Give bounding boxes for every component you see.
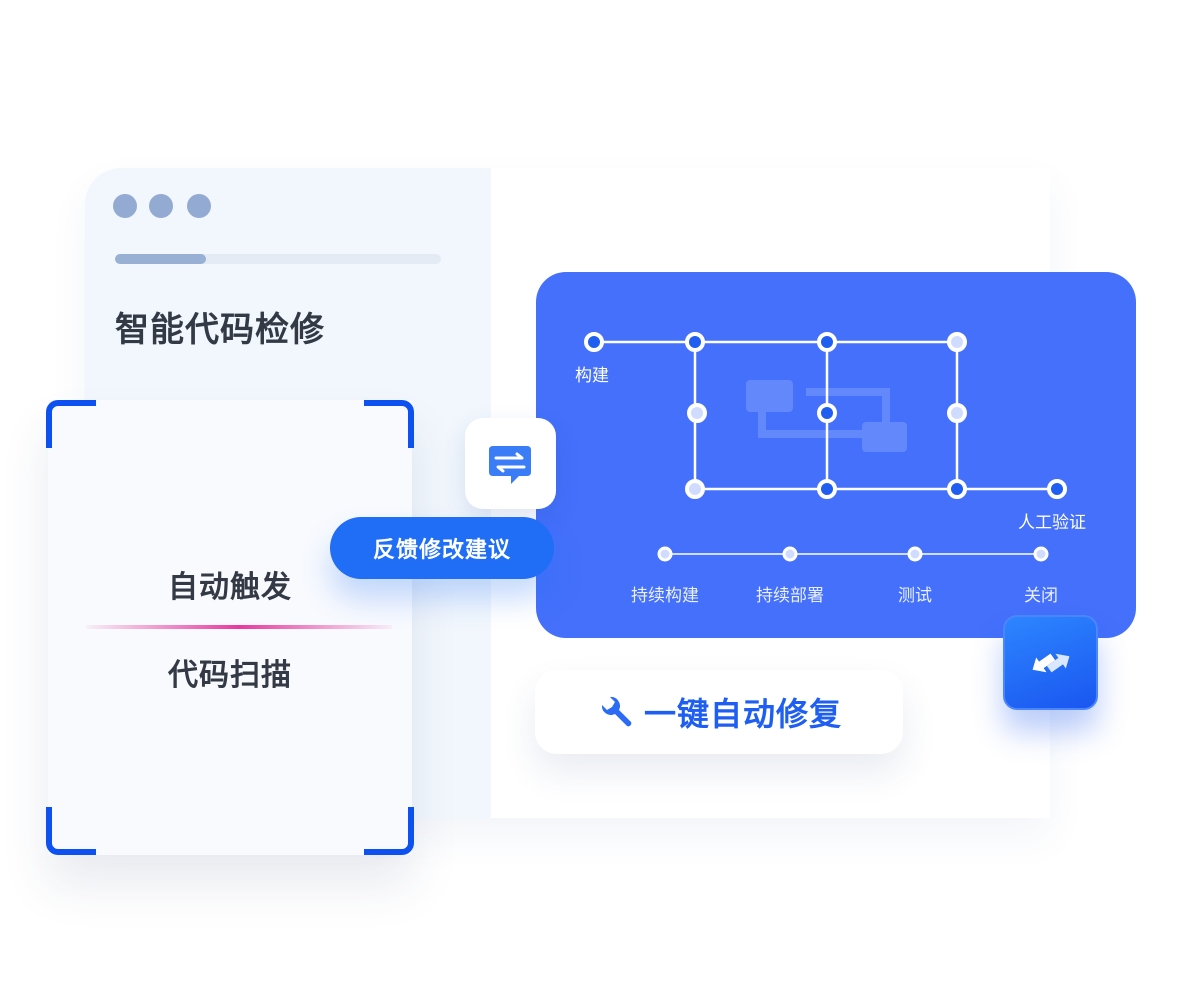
scan-card: 自动触发 代码扫描 xyxy=(46,400,414,855)
progress-bar xyxy=(115,254,441,264)
pipeline-nodes xyxy=(584,332,1067,562)
pipeline-flow-icon xyxy=(746,380,907,452)
sync-arrows-icon xyxy=(1032,653,1069,672)
wrench-icon xyxy=(601,696,632,727)
pipeline-start-label: 构建 xyxy=(575,366,609,386)
pipeline-diagram xyxy=(584,332,1067,562)
window-dot-1 xyxy=(113,194,137,218)
scan-frame-corner xyxy=(46,400,96,448)
feedback-button[interactable]: 反馈修改建议 xyxy=(330,517,554,579)
page-title: 智能代码检修 xyxy=(115,310,325,350)
scan-frame-corner xyxy=(364,807,414,855)
pipeline-panel: 构建 人工验证 持续构建 持续部署 测试 关闭 xyxy=(536,272,1136,638)
pipeline-lines xyxy=(594,340,1057,555)
stage-label: 关闭 xyxy=(1024,586,1058,606)
stage-label: 持续部署 xyxy=(756,586,824,606)
chat-swap-icon xyxy=(489,446,531,484)
scan-line xyxy=(86,625,392,629)
auto-fix-label: 一键自动修复 xyxy=(643,695,842,733)
scan-frame-corner xyxy=(364,400,414,448)
window-dot-2 xyxy=(149,194,173,218)
stage-label: 测试 xyxy=(898,586,932,606)
progress-bar-fill xyxy=(115,254,207,264)
sync-button[interactable] xyxy=(1003,615,1098,710)
stage-label: 持续构建 xyxy=(631,586,699,606)
auto-trigger-label: 自动触发 xyxy=(168,570,292,605)
scan-frame-corner xyxy=(46,807,96,855)
window-dot-3 xyxy=(187,194,211,218)
code-scan-label: 代码扫描 xyxy=(168,658,292,693)
feedback-icon-button[interactable] xyxy=(465,418,556,509)
auto-fix-button[interactable]: 一键自动修复 xyxy=(535,670,903,754)
pipeline-end-label: 人工验证 xyxy=(1018,513,1086,533)
